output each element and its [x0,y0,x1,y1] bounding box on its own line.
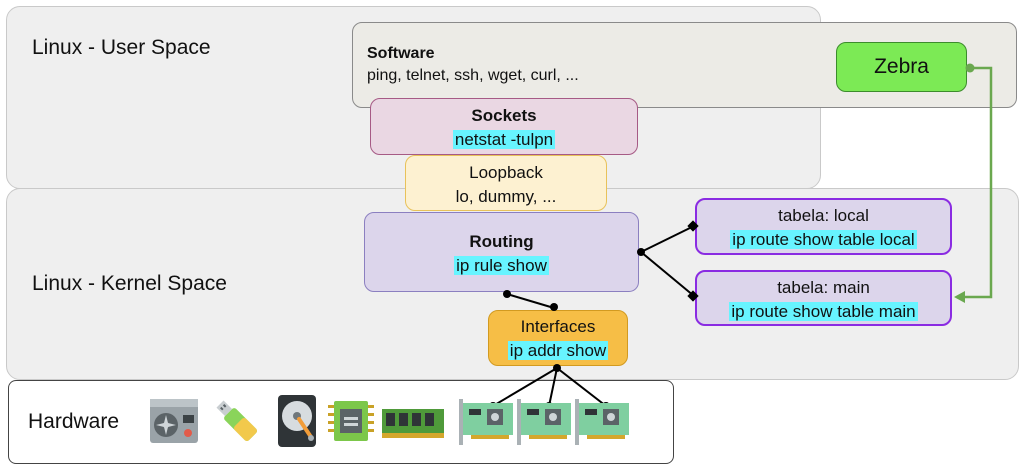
routing-connector-dot [637,248,645,256]
memory-module-icon [382,409,444,438]
interfaces-box: Interfaces ip addr show [488,310,628,366]
routing-main-connector [640,251,695,297]
routing-bottom-dot [503,290,511,298]
sockets-command: netstat -tulpn [452,130,556,149]
loopback-devices: lo, dummy, ... [455,187,557,206]
routing-box: Routing ip rule show [364,212,639,292]
loopback-box: Loopback lo, dummy, ... [405,155,607,211]
table-local-box: tabela: local ip route show table local [695,198,952,255]
table-main-box: tabela: main ip route show table main [695,270,952,326]
table-main-command: ip route show table main [729,302,918,321]
nic3-connector [556,367,607,407]
zebra-label: Zebra [874,55,929,78]
user-space-label: Linux - User Space [32,36,211,59]
nic2-connector [548,367,558,407]
routing-local-connector [640,225,695,253]
zebra-box: Zebra [836,42,967,92]
table-main-title: tabela: main [777,278,870,297]
sockets-title: Sockets [471,106,537,125]
interfaces-command: ip addr show [507,341,609,360]
software-tools: ping, telnet, ssh, wget, curl, ... [367,67,579,84]
interfaces-title: Interfaces [520,317,596,336]
routing-interfaces-connector [506,293,555,309]
zebra-arrow-head [954,291,965,303]
routing-title: Routing [469,232,534,251]
software-title: Software [367,45,435,62]
nic1-connector [492,367,558,407]
table-local-command: ip route show table local [730,230,917,249]
network-card-icon [517,399,571,445]
interfaces-bottom-dot [553,364,561,372]
network-card-icon [459,399,513,445]
zebra-main-connector [962,66,993,299]
cpu-chip-icon [328,401,374,441]
interfaces-top-dot [550,303,558,311]
zebra-connector-dot [965,63,975,73]
sockets-box: Sockets netstat -tulpn [370,98,638,155]
local-arrow-head [687,220,699,232]
network-card-icon [575,399,629,445]
main-arrow-head [687,290,699,302]
kernel-space-label: Linux - Kernel Space [32,272,227,295]
power-supply-icon [150,399,198,443]
usb-drive-icon [216,400,257,441]
loopback-title: Loopback [469,163,543,182]
routing-command: ip rule show [454,256,549,275]
table-local-title: tabela: local [778,206,869,225]
hardware-label: Hardware [28,410,120,433]
hard-disk-icon [278,395,316,447]
